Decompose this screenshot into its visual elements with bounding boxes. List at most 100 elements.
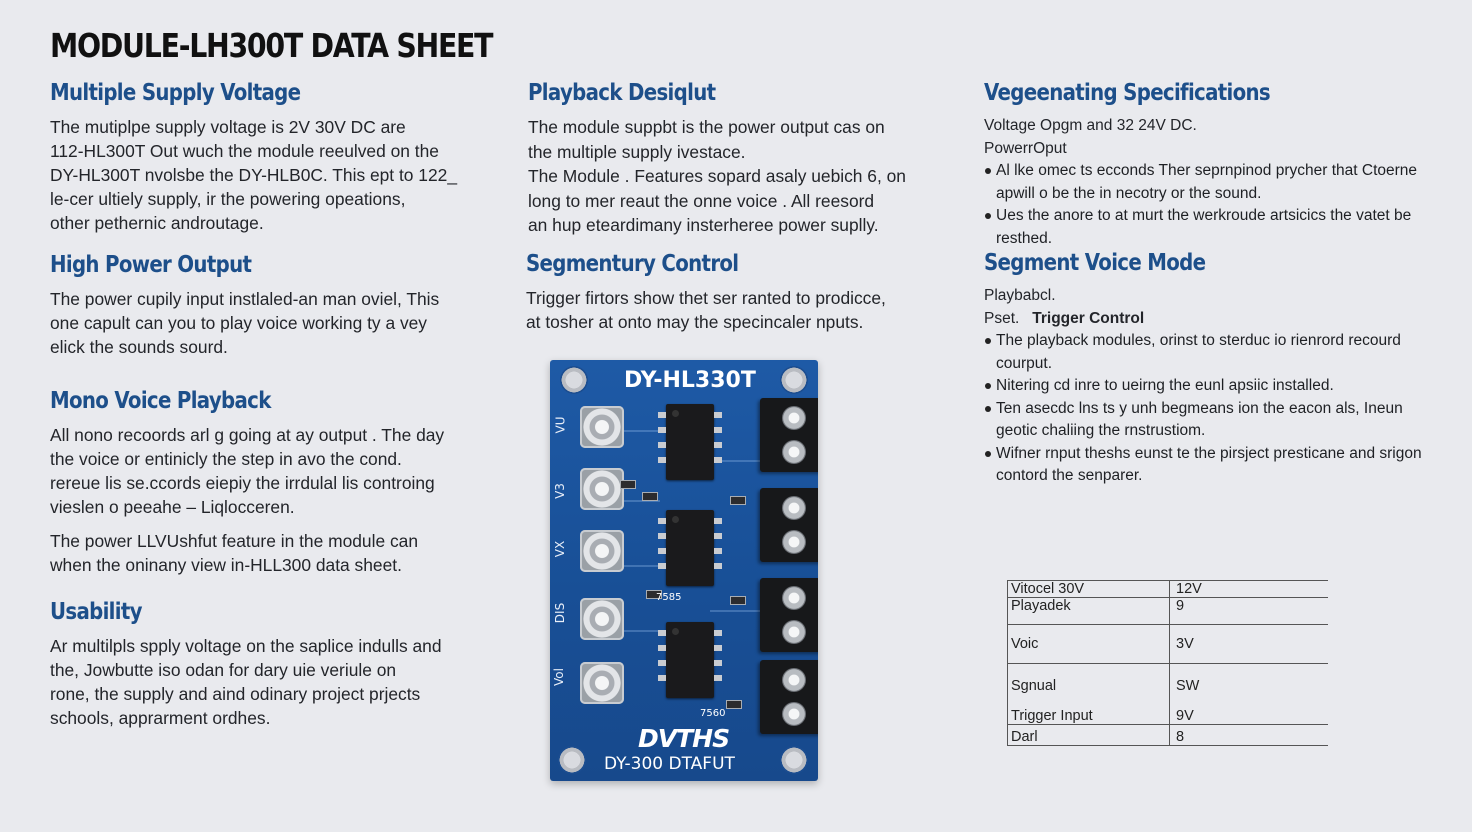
board-logo: DVTHS (638, 724, 730, 753)
text-line: Voltage Opgm and 32 24V DC. (984, 117, 1197, 134)
section-heading: Vegeenating Specifications (984, 80, 1271, 106)
text-line: vieslen o peeahe – Liqlocceren. (50, 497, 295, 517)
table-row: Trigger Input 9V (1007, 694, 1328, 725)
pcb-trace (600, 500, 660, 502)
section-heading: Segment Voice Mode (984, 250, 1206, 276)
text-line: Trigger firtors show thet ser ranted to … (526, 288, 886, 308)
paragraph: The power LLVUshfut feature in the modul… (50, 529, 444, 577)
text-line: The module suppbt is the power output ca… (528, 117, 885, 137)
terminal-block (760, 578, 818, 652)
pcb-trace (600, 630, 660, 632)
text-line: other pethernic androutage. (50, 213, 264, 233)
board-bottom-label: DY-300 DTAFUT (604, 754, 735, 774)
text-line: rereue lis se.ccords eiepiy the irrdulal… (50, 473, 435, 493)
text-line: schools, apprarment ordhes. (50, 708, 271, 728)
table-cell: Sgnual (1007, 663, 1170, 694)
terminal-block (760, 660, 818, 734)
ic-chip (658, 510, 722, 586)
pcb-trace (710, 610, 760, 612)
paragraph: The module suppbt is the power output ca… (528, 115, 906, 238)
text-line: The power cupily input instlaled-an man … (50, 289, 440, 309)
smd-component (730, 496, 746, 505)
section-multiple-supply-voltage: Multiple Supply Voltage The mutiplpe sup… (50, 80, 457, 235)
table-cell: SW (1169, 663, 1328, 694)
section-heading: Usability (50, 599, 143, 625)
preset-line: Pset. Trigger Control (984, 310, 1144, 327)
text-line: DY-HL300T nvolsbe the DY-HLB0C. This ept… (50, 165, 457, 185)
smd-component (730, 596, 746, 605)
pad-label: VX (553, 540, 568, 558)
list-item: Al lke omec ts ecconds Ther seprnpinod p… (984, 160, 1434, 205)
terminal-screw (782, 530, 806, 554)
text-line: the, Jowbutte iso odan for dary uie veri… (50, 660, 397, 680)
table-cell: Trigger Input (1007, 694, 1170, 725)
pcb-trace (600, 430, 660, 432)
table-row: Vitocel 30V 12V (1007, 580, 1328, 598)
text-line: one capult can you to play voice working… (50, 313, 428, 333)
terminal-block (760, 488, 818, 562)
pad-label: Vol (551, 668, 566, 686)
screw-pad (580, 468, 624, 510)
chip-marking: 7585 (656, 592, 682, 603)
terminal-screw (782, 496, 806, 520)
list-item: Ues the anore to at murt the werkroude a… (984, 205, 1434, 250)
screw-pad (580, 530, 624, 572)
table-cell: Vitocel 30V (1007, 580, 1170, 598)
text-line: long to mer reaut the onne voice . All r… (528, 190, 875, 211)
terminal-screw (782, 668, 806, 692)
paragraph: Playbabcl. Pset. Trigger Control (984, 285, 1434, 330)
text-line: rone, the supply and aind odinary projec… (50, 684, 421, 704)
text-line: when the oninany view in-HLL300 data she… (50, 555, 402, 575)
paragraph: Trigger firtors show thet ser ranted to … (526, 286, 886, 334)
list-item: Ten asecdc lns ts y unh begmeans ion the… (984, 398, 1434, 443)
section-operating-specifications: Vegeenating Specifications Voltage Opgm … (984, 80, 1434, 250)
pcb-trace (710, 460, 760, 462)
preset-bold-label: Trigger Control (1032, 309, 1145, 327)
mounting-hole (558, 746, 586, 774)
ic-chip (658, 622, 722, 698)
text-line: elick the sounds sourd. (50, 337, 228, 357)
text-line: The mutiplpe supply voltage is 2V 30V DC… (50, 117, 406, 137)
screw-pad (580, 598, 624, 640)
text-line: 112-HL300T Out wuch the module reeulved … (50, 141, 439, 161)
ic-chip (658, 404, 722, 480)
preset-prefix: Pset. (984, 309, 1020, 327)
list-item: Nitering cd inre to ueirng the eunl apsi… (984, 375, 1434, 398)
smd-component (646, 590, 662, 599)
pad-label: VU (553, 416, 568, 434)
table-row: Playadek 9 (1007, 597, 1328, 625)
mounting-hole (780, 746, 808, 774)
section-segment-control: Segmentury Control Trigger firtors show … (526, 251, 886, 334)
section-heading: Multiple Supply Voltage (50, 80, 301, 106)
table-cell: 3V (1169, 624, 1328, 664)
text-line: an hup eteardimany insterheree power sup… (528, 215, 879, 235)
pcb-trace (600, 565, 660, 567)
terminal-screw (782, 620, 806, 644)
screw-pad (580, 662, 624, 704)
screw-pad (580, 406, 624, 448)
paragraph: All nono recoords arl g going at ay outp… (50, 423, 444, 519)
board-top-label: DY-HL330T (624, 368, 756, 393)
text-line: All nono recoords arl g going at ay outp… (50, 425, 445, 445)
smd-component (642, 492, 658, 501)
table-cell: 9V (1169, 694, 1328, 725)
terminal-screw (782, 440, 806, 464)
text-line: at tosher at onto may the specincaler np… (526, 312, 864, 332)
smd-component (620, 480, 636, 489)
pad-label: V3 (552, 483, 567, 499)
section-heading: Mono Voice Playback (50, 388, 271, 414)
terminal-block (760, 398, 818, 472)
list-item: Wifner rnput theshs eunst te the pirsjec… (984, 443, 1434, 488)
text-line: Ar multilpls spply voltage on the saplic… (50, 636, 442, 656)
list-item: The playback modules, orinst to sterduc … (984, 330, 1434, 375)
mounting-hole (560, 366, 588, 394)
terminal-screw (782, 702, 806, 726)
text-line: the voice or entinicly the step in avo t… (50, 449, 402, 469)
spec-table: Vitocel 30V 12V Playadek 9 Voic 3V Sgnua… (1007, 580, 1328, 746)
table-row: Sgnual SW (1007, 663, 1328, 694)
table-cell: Darl (1007, 724, 1170, 746)
section-heading: Segmentury Control (526, 251, 739, 277)
text-line: The power LLVUshfut feature in the modul… (50, 531, 418, 551)
terminal-screw (782, 586, 806, 610)
paragraph: The mutiplpe supply voltage is 2V 30V DC… (50, 115, 457, 235)
